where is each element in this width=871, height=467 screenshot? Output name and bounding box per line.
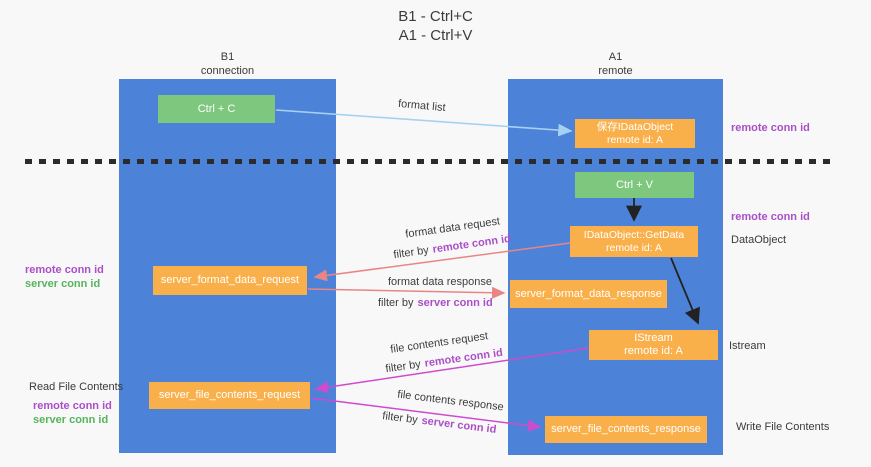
left-label-remote-conn-id-bottom: remote conn id — [33, 400, 112, 412]
left-label-server-conn-id-bottom: server conn id — [33, 414, 109, 426]
arrow-format-data-request — [313, 242, 571, 282]
node-server-file-contents-response-label: server_file_contents_response — [551, 423, 701, 435]
node-idataobject-getdata-line1: IDataObject::GetData — [583, 228, 685, 241]
edge-label-format-data-response: format data response — [388, 276, 492, 288]
left-label-remote-conn-id-top: remote conn id — [25, 264, 104, 276]
arrow-file-contents-response — [310, 397, 542, 432]
node-ctrl-v: Ctrl + V — [575, 172, 694, 198]
left-column-header: B1 connection — [119, 50, 336, 78]
node-server-format-data-request-label: server_format_data_request — [160, 274, 300, 286]
node-save-idataobject: 保存IDataObject remote id: A — [575, 119, 695, 148]
right-label-remote-conn-id-top: remote conn id — [731, 122, 810, 134]
title-line-2: A1 - Ctrl+V — [398, 27, 473, 44]
right-column-name: A1 — [608, 51, 623, 63]
left-label-read-file-contents: Read File Contents — [29, 381, 124, 393]
right-label-remote-conn-id-mid: remote conn id — [731, 211, 810, 223]
filter-by-text: filter by — [378, 297, 414, 309]
node-server-format-data-request: server_format_data_request — [153, 266, 307, 295]
node-server-format-data-response: server_format_data_response — [510, 280, 667, 308]
left-label-server-conn-id-top: server conn id — [25, 278, 101, 290]
node-ctrl-c: Ctrl + C — [158, 95, 275, 123]
arrow-format-list — [275, 109, 573, 137]
node-server-file-contents-request: server_file_contents_request — [149, 382, 310, 409]
node-istream-line1: IStream — [634, 332, 673, 344]
server-conn-id-text: server conn id — [417, 297, 493, 309]
node-ctrl-v-label: Ctrl + V — [616, 178, 653, 191]
right-column-header: A1 remote — [508, 50, 723, 78]
node-server-file-contents-request-label: server_file_contents_request — [158, 389, 301, 401]
right-column-role: remote — [598, 65, 633, 77]
node-ctrl-c-label: Ctrl + C — [197, 102, 236, 115]
node-idataobject-getdata-line2: remote id: A — [605, 241, 663, 254]
left-column-name: B1 — [220, 51, 235, 63]
right-label-istream: Istream — [729, 340, 766, 352]
diagram-title: B1 - Ctrl+C A1 - Ctrl+V — [0, 7, 871, 45]
title-line-1: B1 - Ctrl+C — [398, 8, 473, 25]
node-server-format-data-response-label: server_format_data_response — [515, 287, 662, 300]
right-label-dataobject: DataObject — [731, 234, 787, 246]
node-idataobject-getdata: IDataObject::GetData remote id: A — [570, 226, 698, 257]
node-save-idataobject-line1: 保存IDataObject — [596, 120, 674, 133]
node-istream: IStream remote id: A — [589, 330, 718, 360]
arrow-format-data-response — [307, 286, 506, 299]
node-server-file-contents-response: server_file_contents_response — [545, 416, 707, 443]
arrow-file-contents-request — [314, 347, 590, 394]
node-save-idataobject-line2: remote id: A — [606, 133, 664, 146]
node-istream-line2: remote id: A — [624, 345, 683, 357]
phase-divider-dashed-line — [25, 159, 831, 164]
right-label-write-file-contents: Write File Contents — [736, 421, 830, 433]
arrow-getdata-to-istream — [670, 257, 700, 325]
left-column-role: connection — [200, 65, 255, 77]
